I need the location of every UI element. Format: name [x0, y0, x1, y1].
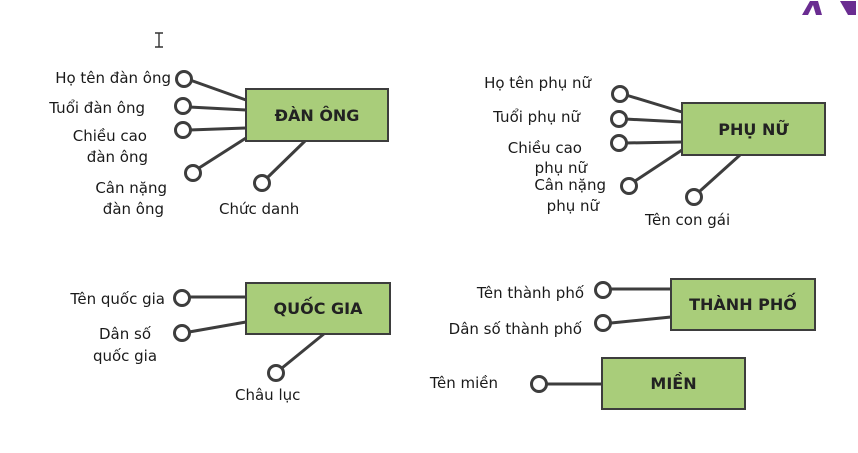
connector-phu-nu-can-nang: [634, 148, 683, 183]
connector-dan-ong-chieu-cao: [188, 126, 247, 132]
connector-quoc-gia-chau-luc: [281, 331, 326, 370]
attr-quoc-gia-dan-so-line1: Dân số: [98, 325, 151, 343]
entity-quoc-gia: QUỐC GIA: [245, 282, 391, 335]
attribute-circle-dan-ong-ho-ten: [175, 70, 193, 88]
attr-quoc-gia-dan-so-line2: quốc gia: [92, 347, 158, 365]
attribute-circle-quoc-gia-ten: [173, 289, 191, 307]
connector-quoc-gia-dan-so: [188, 320, 247, 334]
attribute-circle-phu-nu-tuoi: [610, 110, 628, 128]
attr-dan-ong-chieu-cao-line2: đàn ông: [86, 148, 148, 166]
attr-phu-nu-chieu-cao-line1: Chiều cao: [507, 139, 582, 157]
attr-quoc-gia-ten: Tên quốc gia: [70, 290, 165, 308]
attr-thanh-pho-ten: Tên thành phố: [476, 284, 584, 302]
attr-phu-nu-can-nang-line1: Cân nặng: [534, 176, 606, 194]
attr-dan-ong-ho-ten: Họ tên đàn ông: [55, 69, 171, 87]
attr-dan-ong-chuc-danh: Chức danh: [219, 200, 300, 218]
entity-mien: MIỀN: [601, 357, 746, 410]
attribute-circle-mien-ten: [530, 375, 548, 393]
text-cursor-icon: [154, 32, 164, 52]
attribute-circle-quoc-gia-dan-so: [173, 324, 191, 342]
attribute-circle-phu-nu-ho-ten: [611, 85, 629, 103]
attr-phu-nu-chieu-cao-line2: phụ nữ: [534, 159, 587, 177]
attr-phu-nu-ten-con-gai: Tên con gái: [645, 211, 731, 229]
connector-phu-nu-ten-con-gai: [698, 153, 742, 193]
attribute-circle-phu-nu-can-nang: [620, 177, 638, 195]
attr-quoc-gia-chau-luc: Châu lục: [235, 386, 301, 404]
attr-phu-nu-tuoi: Tuổi phụ nữ: [493, 108, 580, 126]
attr-dan-ong-can-nang-line1: Cân nặng: [95, 179, 167, 197]
attr-dan-ong-tuoi: Tuổi đàn ông: [49, 99, 145, 117]
connector-dan-ong-tuoi: [188, 105, 247, 112]
attribute-circle-thanh-pho-ten: [594, 281, 612, 299]
attribute-circle-phu-nu-chieu-cao: [610, 134, 628, 152]
brand-logo-icon: [798, 0, 858, 19]
attribute-circle-thanh-pho-dan-so: [594, 314, 612, 332]
attr-mien-ten: Tên miền: [429, 374, 498, 392]
attr-phu-nu-ho-ten: Họ tên phụ nữ: [484, 74, 591, 92]
attribute-circle-dan-ong-tuoi: [174, 97, 192, 115]
connector-phu-nu-ho-ten: [625, 93, 683, 114]
attribute-circle-quoc-gia-chau-luc: [267, 364, 285, 382]
entity-dan-ong: ĐÀN ÔNG: [245, 88, 389, 142]
connector-dan-ong-can-nang: [198, 136, 247, 170]
attribute-circle-dan-ong-can-nang: [184, 164, 202, 182]
entity-phu-nu: PHỤ NỮ: [681, 102, 826, 156]
attr-thanh-pho-dan-so: Dân số thành phố: [448, 320, 582, 338]
attribute-circle-dan-ong-chuc-danh: [253, 174, 271, 192]
connector-phu-nu-chieu-cao: [624, 140, 683, 145]
attribute-circle-phu-nu-ten-con-gai: [685, 188, 703, 206]
connector-dan-ong-chuc-danh: [265, 139, 307, 180]
connector-thanh-pho-dan-so: [610, 315, 672, 325]
entity-thanh-pho: THÀNH PHỐ: [670, 278, 816, 331]
attribute-circle-dan-ong-chieu-cao: [174, 121, 192, 139]
attr-dan-ong-can-nang-line2: đàn ông: [102, 200, 164, 218]
connector-dan-ong-ho-ten: [189, 78, 247, 102]
attr-phu-nu-can-nang-line2: phụ nữ: [546, 197, 599, 215]
attr-dan-ong-chieu-cao-line1: Chiều cao: [72, 127, 147, 145]
connector-phu-nu-tuoi: [624, 117, 683, 124]
